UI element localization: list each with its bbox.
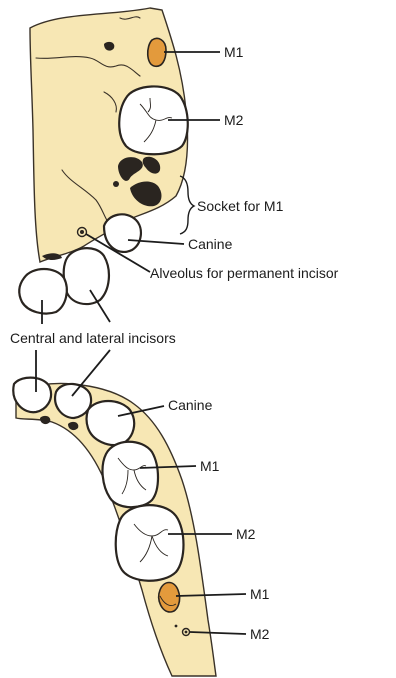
alveolus-pit bbox=[80, 230, 84, 234]
label-socket-for-m1: Socket for M1 bbox=[197, 198, 284, 214]
upper-canine-tooth bbox=[104, 214, 141, 252]
label-incisors: Central and lateral incisors bbox=[10, 330, 176, 346]
label-lower-m2: M2 bbox=[236, 526, 256, 542]
lower-jaw bbox=[13, 378, 216, 676]
central-incisor-tooth bbox=[19, 269, 67, 314]
lower-foramen bbox=[40, 416, 50, 424]
label-lower-bud-m2: M2 bbox=[250, 626, 270, 642]
lower-m2-tooth bbox=[116, 505, 184, 581]
lower-m1-tooth bbox=[103, 442, 158, 508]
lower-foramen bbox=[175, 625, 178, 628]
lower-m2-bud-core bbox=[185, 631, 188, 634]
label-lower-bud-m1: M1 bbox=[250, 586, 270, 602]
lower-m1-tooth-bud bbox=[159, 583, 180, 613]
label-upper-m1: M1 bbox=[224, 44, 244, 60]
label-alveolus: Alveolus for permanent incisor bbox=[150, 265, 339, 281]
lateral-incisor-tooth bbox=[64, 248, 109, 304]
lower-central-incisor-tooth bbox=[13, 378, 51, 413]
label-lower-canine: Canine bbox=[168, 397, 213, 413]
socket-for-m1 bbox=[113, 181, 119, 187]
upper-m1-tooth-bud bbox=[148, 38, 166, 66]
brace-socket-for-m1 bbox=[180, 176, 194, 234]
lower-lateral-incisor-tooth bbox=[55, 384, 91, 418]
label-upper-canine: Canine bbox=[188, 236, 233, 252]
label-upper-m2: M2 bbox=[224, 112, 244, 128]
label-lower-m1: M1 bbox=[200, 458, 220, 474]
